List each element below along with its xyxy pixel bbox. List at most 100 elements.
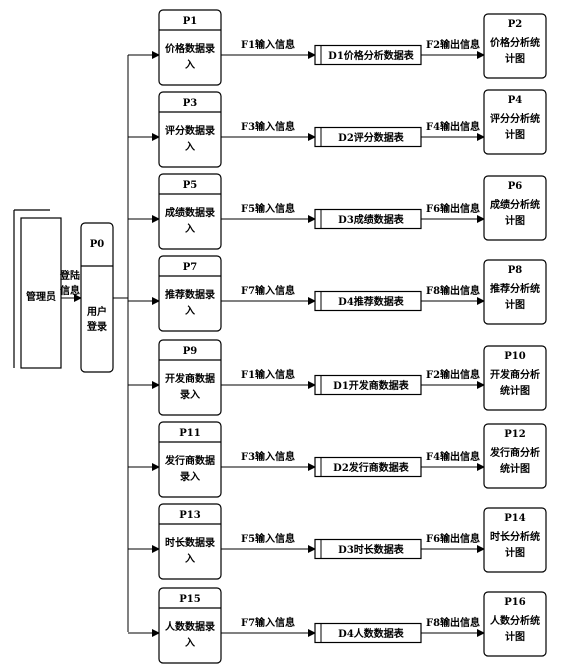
process-entry-label-line1: 推荐数据录 xyxy=(165,288,215,301)
data-store-label: D1价格分析数据表 xyxy=(328,49,415,62)
data-store-label: D3时长数据表 xyxy=(338,543,405,556)
process-chart-id: P4 xyxy=(508,95,523,106)
output-flow-label: F6输出信息 xyxy=(426,202,480,215)
process-chart-label-line1: 发行商分析 xyxy=(489,446,540,459)
entity-label: 管理员 xyxy=(26,290,56,303)
process-entry-id: P3 xyxy=(183,98,198,109)
process-chart-label-line2: 计图 xyxy=(505,546,525,559)
output-flow-label: F4输出信息 xyxy=(426,120,480,133)
process-entry-id: P15 xyxy=(179,594,200,605)
branch-connector xyxy=(113,55,129,632)
data-store-label: D4推荐数据表 xyxy=(338,295,405,308)
process-entry-id: P9 xyxy=(183,346,198,357)
process-chart-label-line1: 成绩分析统 xyxy=(490,198,540,211)
process-chart-id: P12 xyxy=(504,429,525,440)
data-store-label: D2评分数据表 xyxy=(338,131,405,144)
process-chart-label-line2: 统计图 xyxy=(500,384,530,397)
p0-id: P0 xyxy=(90,239,105,250)
output-flow-label: F8输出信息 xyxy=(426,284,480,297)
input-flow-label: F3输入信息 xyxy=(241,120,295,133)
process-entry-label-line2: 入 xyxy=(185,305,195,317)
process-chart-label-line1: 评分分析统 xyxy=(490,112,540,125)
process-chart-label-line2: 统计图 xyxy=(500,462,530,475)
data-store: D4推荐数据表 xyxy=(314,290,422,312)
process-chart-label-line2: 计图 xyxy=(505,298,525,311)
process-chart-id: P8 xyxy=(508,265,523,276)
input-flow-label: F3输入信息 xyxy=(241,450,295,463)
output-flow-label: F4输出信息 xyxy=(426,450,480,463)
data-store: D4人数数据表 xyxy=(314,622,422,644)
process-entry-id: P1 xyxy=(183,16,197,27)
data-store: D2发行商数据表 xyxy=(314,456,422,478)
data-store: D3成绩数据表 xyxy=(314,208,422,230)
process-chart-label-line2: 计图 xyxy=(505,630,525,643)
input-flow-label: F1输入信息 xyxy=(241,368,295,381)
process-entry-label-line1: 评分数据录 xyxy=(165,124,215,137)
data-store-label: D2发行商数据表 xyxy=(333,461,410,474)
process-entry-label-line1: 价格数据录 xyxy=(165,42,215,55)
process-entry-label-line2: 录入 xyxy=(180,471,200,483)
process-p0-user-login: P0 用户 登录 xyxy=(80,222,114,373)
process-chart-label-line1: 时长分析统 xyxy=(490,530,540,543)
process-entry-label-line2: 入 xyxy=(185,141,195,153)
output-flow-label: F2输出信息 xyxy=(426,368,480,381)
data-store-label: D1开发商数据表 xyxy=(333,379,410,392)
input-flow-label: F7输入信息 xyxy=(241,284,295,297)
process-chart-label-line1: 人数分析统 xyxy=(490,614,540,627)
process-chart-label-line2: 计图 xyxy=(505,214,525,227)
process-chart-id: P10 xyxy=(504,351,525,362)
process-chart-id: P6 xyxy=(508,181,523,192)
process-entry-label-line1: 发行商数据 xyxy=(164,454,215,467)
process-entry-label-line2: 录入 xyxy=(180,389,200,401)
p0-label-line1: 用户 xyxy=(86,305,107,318)
process-entry-label-line2: 入 xyxy=(185,637,195,649)
process-chart-label-line1: 开发商分析 xyxy=(490,368,540,381)
output-flow-label: F8输出信息 xyxy=(426,616,480,629)
login-flow-label-line2: 信息 xyxy=(60,284,80,297)
process-chart-id: P16 xyxy=(504,597,525,608)
process-entry-id: P5 xyxy=(183,180,198,191)
process-entry-label-line2: 入 xyxy=(185,223,195,235)
data-store: D3时长数据表 xyxy=(314,538,422,560)
data-store: D1开发商数据表 xyxy=(314,374,422,396)
process-chart-label-line1: 推荐分析统 xyxy=(490,282,540,295)
process-entry-id: P11 xyxy=(179,428,200,439)
process-entry-id: P7 xyxy=(183,262,198,273)
process-chart-id: P14 xyxy=(504,513,525,524)
input-flow-label: F5输入信息 xyxy=(241,202,295,215)
output-flow-label: F6输出信息 xyxy=(426,532,480,545)
process-chart-id: P2 xyxy=(508,19,523,30)
external-entity-admin: 管理员 xyxy=(13,209,62,369)
login-flow: 登陆 信息 xyxy=(59,269,82,302)
data-store: D2评分数据表 xyxy=(314,126,422,148)
process-chart-label-line1: 价格分析统 xyxy=(490,36,540,49)
login-flow-label-line1: 登陆 xyxy=(59,269,80,282)
input-flow-label: F5输入信息 xyxy=(241,532,295,545)
process-entry-label-line1: 开发商数据 xyxy=(165,372,215,385)
output-flow-label: F2输出信息 xyxy=(426,38,480,51)
process-entry-label-line2: 入 xyxy=(185,553,195,565)
process-entry-id: P13 xyxy=(179,510,200,521)
